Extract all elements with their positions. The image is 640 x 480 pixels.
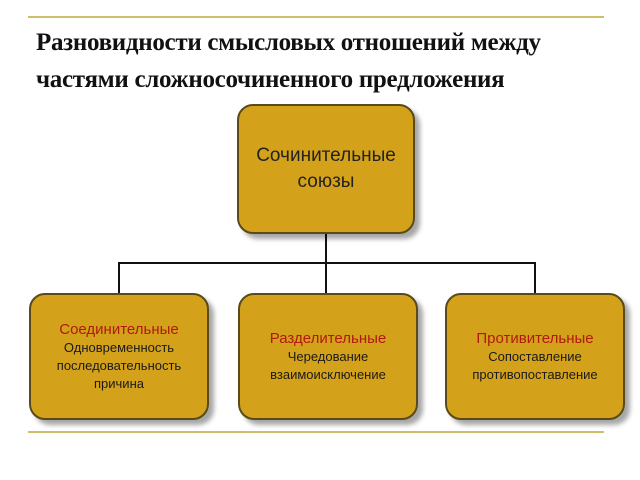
title-line-2: частями сложносочиненного предложения	[36, 66, 505, 93]
branch-head: Противительные	[476, 330, 594, 347]
title-line-1: Разновидности смысловых отношений между	[36, 29, 541, 56]
branch-node-coordinating: Соединительные Одновременность последова…	[29, 293, 209, 420]
root-node-line-2: союзы	[297, 171, 355, 192]
branch-node-adversative: Противительные Сопоставление противопост…	[445, 293, 625, 420]
top-rule	[28, 16, 604, 18]
branch-node-disjunctive: Разделительные Чередование взаимоисключе…	[238, 293, 418, 420]
branch-item: взаимоисключение	[270, 367, 386, 382]
branch-head: Разделительные	[269, 330, 387, 347]
bottom-rule	[28, 431, 604, 433]
branch-item: Одновременность	[63, 340, 175, 355]
root-node: Сочинительные союзы	[237, 104, 415, 234]
branch-item: причина	[94, 376, 144, 391]
slide-title: Разновидности смысловых отношений между …	[36, 24, 616, 98]
branch-item: противопоставление	[472, 367, 598, 382]
root-node-line-1: Сочинительные	[256, 145, 396, 166]
branch-item: Сопоставление	[488, 349, 582, 364]
branch-item: последовательность	[56, 358, 182, 373]
branch-item: Чередование	[287, 349, 369, 364]
branch-head: Соединительные	[59, 321, 179, 338]
